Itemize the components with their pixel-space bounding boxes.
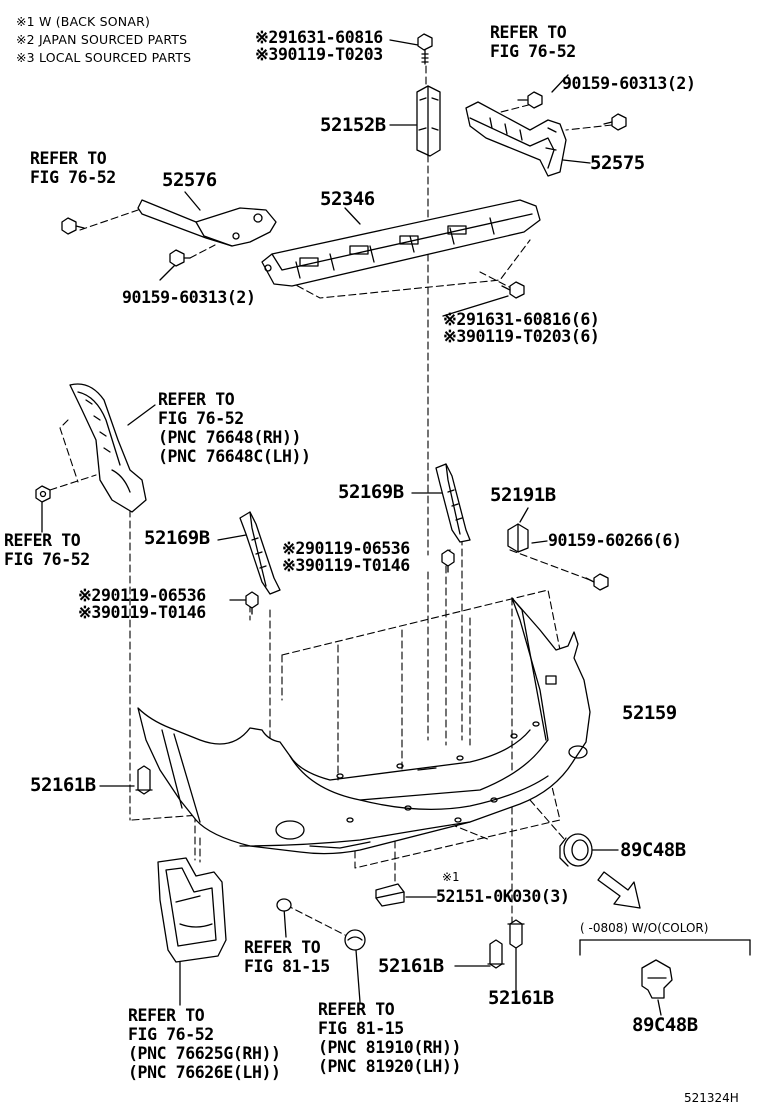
refer-fig-76-52-link[interactable]: FIG 76-52 — [30, 168, 116, 187]
bolt-90159-left — [169, 249, 191, 267]
bolt-90119-left — [245, 591, 259, 615]
refer-fig-81-15-link[interactable]: FIG 81-15 — [244, 957, 330, 976]
refer-fig-81-15-link[interactable]: FIG 81-15 — [318, 1019, 404, 1038]
leader-lines — [41, 39, 751, 1016]
bracket-52576 — [137, 199, 277, 247]
refer-to-label: REFER TO — [244, 938, 321, 957]
bolt-90119-right — [441, 549, 455, 573]
label-90119-t0146-right[interactable]: ※390119-T0146 — [282, 556, 410, 575]
label-91631-60816[interactable]: ※291631-60816 — [255, 28, 383, 47]
refer-pnc-lh: (PNC 76626E(LH)) — [128, 1063, 281, 1082]
refer-pnc-lh: (PNC 76648C(LH)) — [158, 447, 311, 466]
cap-81-15 — [344, 929, 366, 951]
mudflap-left — [157, 857, 227, 963]
refer-to-label: REFER TO — [490, 23, 567, 42]
bolt-left-52576 — [61, 217, 85, 235]
refer-to-label: REFER TO — [158, 390, 235, 409]
label-52346[interactable]: 52346 — [320, 188, 375, 210]
label-90159-60313-top[interactable]: 90159-60313(2) — [562, 74, 696, 93]
label-52575[interactable]: 52575 — [590, 152, 645, 174]
bracket-52169b-right — [435, 463, 471, 543]
refer-fig-76-52-link[interactable]: FIG 76-52 — [4, 550, 90, 569]
bolt-90159-top — [517, 91, 627, 131]
label-52161b-bottom-b[interactable]: 52161B — [488, 987, 554, 1009]
label-52161b-left[interactable]: 52161B — [30, 774, 96, 796]
bumper-cover-52159 — [137, 597, 591, 855]
label-90119-06536-right[interactable]: ※290119-06536 — [282, 539, 410, 558]
label-90159-60266[interactable]: 90159-60266(6) — [548, 531, 682, 550]
note-1-mark: ※1 — [442, 870, 460, 884]
refer-fig-76-52-link[interactable]: FIG 76-52 — [128, 1025, 214, 1044]
bolt-91631-6 — [501, 281, 525, 299]
label-52169b-left[interactable]: 52169B — [144, 527, 210, 549]
refer-pnc-rh: (PNC 81910(RH)) — [318, 1038, 462, 1057]
label-89c48b-option[interactable]: 89C48B — [632, 1014, 698, 1036]
note-1: ※1 W (BACK SONAR) — [16, 14, 151, 29]
refer-pnc-rh: (PNC 76648(RH)) — [158, 428, 302, 447]
clip-52191b — [507, 523, 529, 553]
label-52191b[interactable]: 52191B — [490, 484, 556, 506]
label-91631-60816-6[interactable]: ※291631-60816(6) — [443, 310, 600, 329]
clip-81-15 — [276, 898, 292, 912]
sensor-89c48b — [559, 833, 641, 909]
bracket-52152b — [416, 85, 441, 157]
refer-to-label: REFER TO — [318, 1000, 395, 1019]
sensor-bracket-89c48b — [641, 959, 673, 999]
clip-52161b-bottom — [487, 919, 525, 969]
refer-to-label: REFER TO — [128, 1006, 205, 1025]
label-90119-t0203[interactable]: ※390119-T0203 — [255, 45, 383, 64]
refer-fig-76-52-link[interactable]: FIG 76-52 — [158, 409, 244, 428]
label-52151-0k030[interactable]: 52151-0K030(3) — [436, 887, 570, 906]
clip-left — [35, 485, 51, 503]
label-90119-t0203-6[interactable]: ※390119-T0203(6) — [443, 327, 600, 346]
support-52346 — [261, 199, 541, 287]
label-90119-t0146-left[interactable]: ※390119-T0146 — [78, 603, 206, 622]
refer-to-label: REFER TO — [30, 149, 107, 168]
label-90159-60313-left[interactable]: 90159-60313(2) — [122, 288, 256, 307]
refer-pnc-lh: (PNC 81920(LH)) — [318, 1057, 462, 1076]
bracket-52575 — [465, 101, 567, 177]
label-52169b-right[interactable]: 52169B — [338, 481, 404, 503]
retainer-52151 — [375, 883, 405, 907]
refer-pnc-rh: (PNC 76625G(RH)) — [128, 1044, 281, 1063]
assembly-lines — [49, 65, 613, 936]
bracket-52169b-left — [239, 511, 281, 595]
option-range-note: ( -0808) W/O(COLOR) — [580, 921, 709, 935]
label-52161b-bottom-a[interactable]: 52161B — [378, 955, 444, 977]
bolt-90159-60266 — [585, 573, 609, 591]
label-52159[interactable]: 52159 — [622, 702, 677, 724]
clip-52161b-left — [135, 765, 153, 795]
fender-liner-left — [69, 383, 147, 513]
note-3: ※3 LOCAL SOURCED PARTS — [16, 50, 192, 65]
label-89c48b[interactable]: 89C48B — [620, 839, 686, 861]
note-2: ※2 JAPAN SOURCED PARTS — [16, 32, 188, 47]
refer-fig-76-52-link[interactable]: FIG 76-52 — [490, 42, 576, 61]
figure-id: 521324H — [684, 1091, 739, 1105]
refer-to-label: REFER TO — [4, 531, 81, 550]
label-52576[interactable]: 52576 — [162, 169, 217, 191]
label-90119-06536-left[interactable]: ※290119-06536 — [78, 586, 206, 605]
label-52152b[interactable]: 52152B — [320, 114, 386, 136]
bolt-top — [417, 33, 433, 65]
